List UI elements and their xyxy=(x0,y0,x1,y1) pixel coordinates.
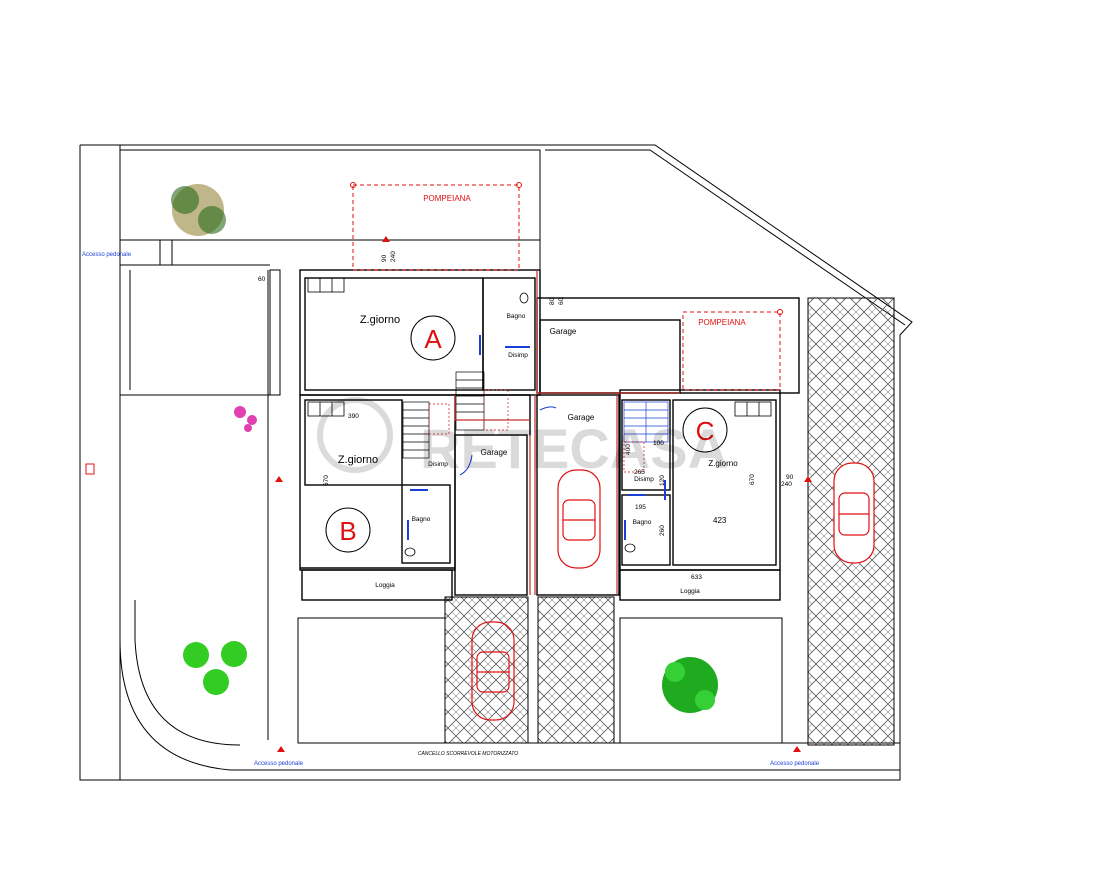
dim-265: 265 xyxy=(634,469,645,476)
room-loggia-c: Loggia xyxy=(680,588,700,595)
bushes-green xyxy=(183,641,247,695)
dim-90-right: 90 xyxy=(786,474,794,481)
gate-label: CANCELLO SCORREVOLE MOTORIZZATO xyxy=(418,751,518,757)
unit-b-label: B xyxy=(339,516,356,546)
room-disimp-c: Disimp xyxy=(634,476,654,483)
dim-633: 633 xyxy=(691,574,702,581)
room-garage-2: Garage xyxy=(568,413,595,422)
paving-center-driveway xyxy=(537,596,615,744)
doors-blue xyxy=(407,335,666,540)
car-center xyxy=(557,469,601,569)
watermark: RETECASA xyxy=(317,397,728,480)
room-zgiorno-a: Z.giorno xyxy=(360,314,400,326)
dim-195: 195 xyxy=(635,504,646,511)
pompeiana-right-label: POMPEIANA xyxy=(698,318,746,327)
dim-670-b: 670 xyxy=(323,475,330,486)
dim-60b: 60 xyxy=(558,297,565,305)
dim-240-right: 240 xyxy=(781,481,792,488)
access-left-label: Accesso pedonale xyxy=(82,252,132,258)
unit-c-marker: C xyxy=(682,407,728,453)
room-disimp-a: Disimp xyxy=(508,352,528,359)
access-bottom-left-label: Accesso pedonale xyxy=(254,761,304,767)
kitchen-fixtures xyxy=(307,277,772,417)
dim-100: 100 xyxy=(653,440,664,447)
unit-a-marker: A xyxy=(410,315,456,361)
pompeiana-top-label: POMPEIANA xyxy=(423,194,471,203)
flower-pink xyxy=(234,406,257,432)
dim-400: 400 xyxy=(625,444,632,455)
tree-olive xyxy=(171,184,226,236)
room-disimp-b: Disimp xyxy=(428,461,448,468)
pergola-top-post xyxy=(516,182,522,188)
watermark-text: RETECASA xyxy=(420,417,728,480)
dim-423: 423 xyxy=(713,516,727,525)
unit-c-label: C xyxy=(696,416,715,446)
unit-a-label: A xyxy=(424,324,442,354)
meter-box xyxy=(85,463,95,475)
room-bagno-a: Bagno xyxy=(507,313,526,320)
dim-240-top: 240 xyxy=(390,251,397,262)
dim-80: 80 xyxy=(549,297,556,305)
entry-markers xyxy=(275,236,812,752)
pergola-right xyxy=(682,311,781,391)
access-bottom-right-label: Accesso pedonale xyxy=(770,761,820,767)
room-zgiorno-c: Z.giorno xyxy=(708,459,738,468)
dim-390: 390 xyxy=(348,413,359,420)
car-right xyxy=(833,462,875,564)
room-garage-3: Garage xyxy=(481,448,508,457)
stairs-blue xyxy=(623,401,669,443)
stairs-red-dashed xyxy=(428,389,645,473)
toilet-fixtures xyxy=(404,292,636,557)
paving-left-driveway xyxy=(444,596,529,744)
pergola-top-post xyxy=(350,182,356,188)
tree-green xyxy=(662,657,718,713)
unit-b-marker: B xyxy=(325,507,371,553)
room-bagno-c: Bagno xyxy=(633,519,652,526)
room-loggia-b: Loggia xyxy=(375,582,395,589)
dim-60: 60 xyxy=(258,276,266,283)
dim-120: 120 xyxy=(659,475,666,486)
dim-90-top: 90 xyxy=(381,254,388,262)
pergola-right-post xyxy=(777,309,783,315)
red-wall-accents xyxy=(454,270,680,595)
room-zgiorno-b: Z.giorno xyxy=(338,454,378,466)
car-left xyxy=(471,621,515,721)
dim-670-c: 670 xyxy=(749,474,756,485)
stairs xyxy=(402,371,485,459)
room-bagno-b: Bagno xyxy=(412,516,431,523)
dim-260: 260 xyxy=(659,525,666,536)
room-garage-1: Garage xyxy=(550,327,577,336)
